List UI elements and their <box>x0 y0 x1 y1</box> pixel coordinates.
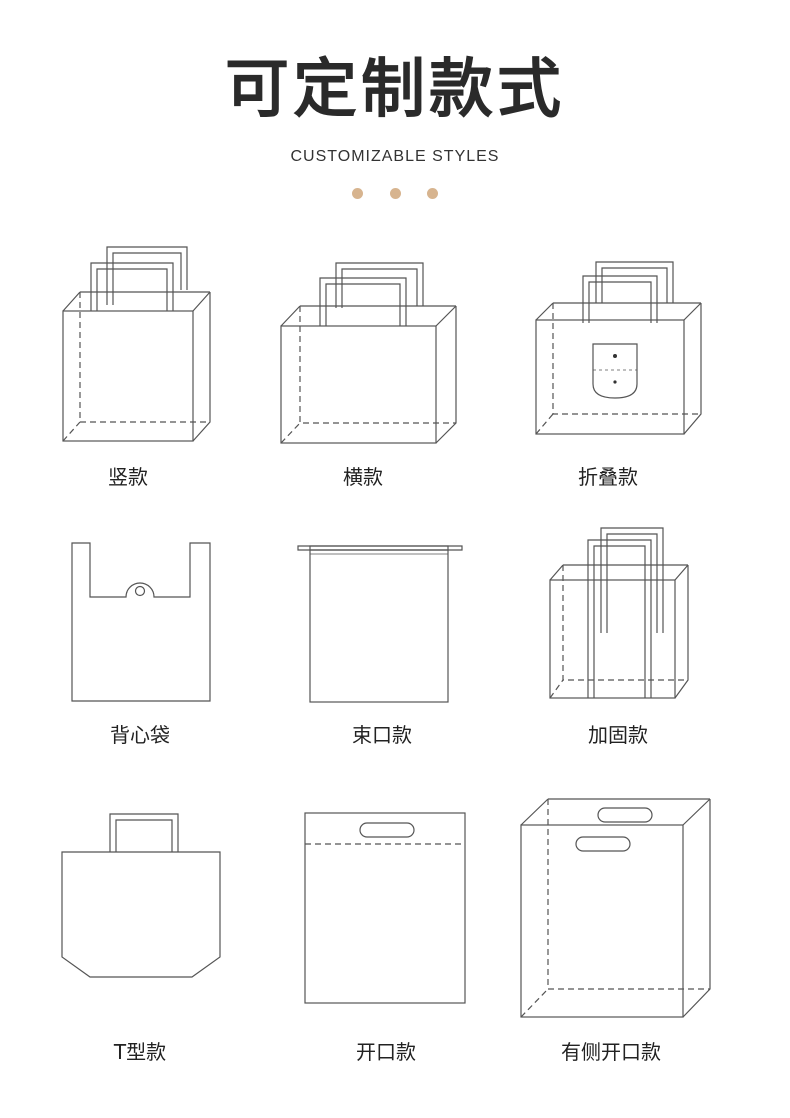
style-label-die-cut: 开口款 <box>356 1040 416 1064</box>
drawstring-bag-illustration <box>296 540 466 705</box>
reinforced-bag-illustration <box>545 525 695 705</box>
vertical-bag-illustration <box>55 235 225 450</box>
style-label-drawstring: 束口款 <box>352 723 412 747</box>
page-subtitle: CUSTOMIZABLE STYLES <box>290 148 500 165</box>
page-title: 可定制款式 <box>225 53 565 127</box>
decorative-dots <box>352 186 438 200</box>
style-label-vest: 背心袋 <box>110 723 170 747</box>
style-label-reinforced: 加固款 <box>588 723 648 747</box>
dot-icon <box>352 187 363 199</box>
dot-icon <box>389 187 401 199</box>
style-label-side-opening: 有侧开口款 <box>561 1040 661 1064</box>
style-label-t-shape: T型款 <box>113 1040 167 1064</box>
horizontal-bag-illustration <box>278 258 463 448</box>
side-opening-bag-illustration <box>518 797 713 1022</box>
dot-icon <box>427 187 438 199</box>
vest-bag-illustration <box>70 541 215 706</box>
style-label-vertical: 竖款 <box>108 465 148 489</box>
style-label-horizontal: 横款 <box>343 465 383 489</box>
t-shape-bag-illustration <box>60 812 225 982</box>
die-cut-bag-illustration <box>302 811 470 1007</box>
style-label-folding: 折叠款 <box>578 465 638 489</box>
folding-bag-illustration <box>533 258 708 438</box>
